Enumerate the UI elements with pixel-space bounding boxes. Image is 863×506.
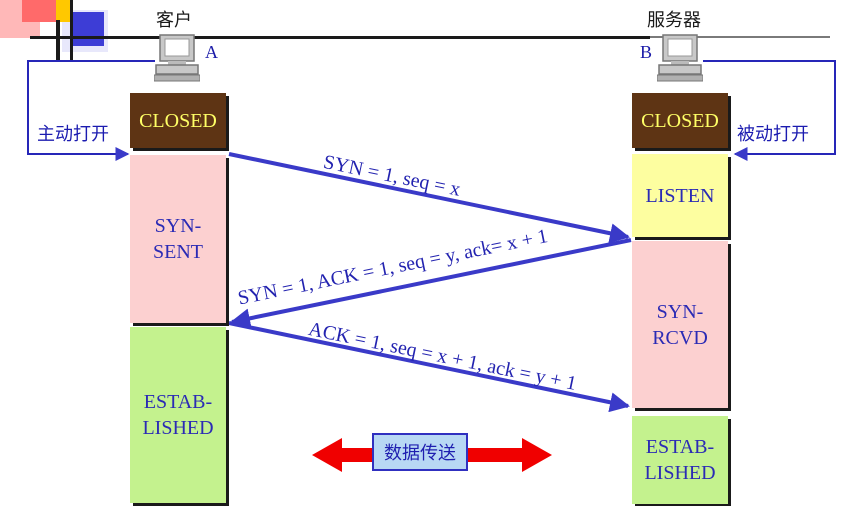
client-letter: A: [205, 42, 218, 62]
ack-arrow: [228, 321, 630, 413]
client-open-loop: [27, 60, 155, 161]
client-state-closed: CLOSED: [130, 93, 226, 148]
passive-open-label: 被动打开: [737, 120, 809, 146]
data-transfer-label: 数据传送: [372, 433, 468, 471]
server-state-listen: LISTEN: [632, 154, 728, 237]
active-open-label: 主动打开: [37, 120, 109, 146]
slide-decoration: [0, 0, 830, 60]
server-letter: B: [640, 42, 653, 62]
syn-arrow: [228, 152, 630, 244]
server-title: 服务器: [647, 10, 701, 31]
server-state-syn-rcvd: SYN- RCVD: [632, 241, 728, 408]
server-computer-icon: [656, 33, 704, 88]
client-computer-icon: [153, 33, 201, 88]
client-state-syn-sent: SYN- SENT: [130, 155, 226, 323]
syn-ack-arrow: [230, 238, 632, 329]
server-state-established: ESTAB- LISHED: [632, 416, 728, 504]
server-state-closed: CLOSED: [632, 93, 728, 148]
client-title: 客户: [156, 10, 192, 31]
server-open-loop: [703, 60, 836, 161]
client-state-established: ESTAB- LISHED: [130, 327, 226, 503]
